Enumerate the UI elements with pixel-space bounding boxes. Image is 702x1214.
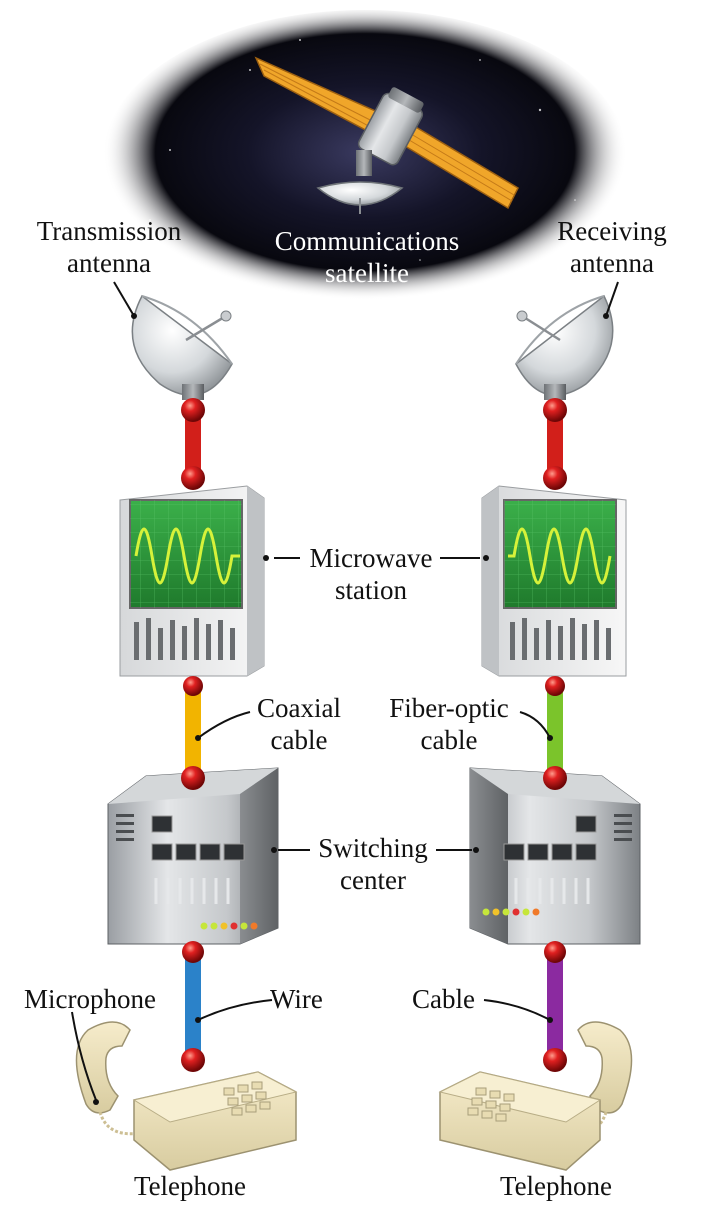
rx-antenna-label-line1: Receiving bbox=[557, 216, 667, 246]
switching-label-line2: center bbox=[340, 865, 406, 895]
coaxial-label-line2: cable bbox=[270, 725, 328, 755]
stars bbox=[149, 39, 576, 261]
switching-center-right bbox=[469, 767, 641, 945]
fiber-optic-cable bbox=[547, 690, 563, 776]
telephone-left-label: Telephone bbox=[133, 1171, 247, 1201]
rx-antenna-label-line2: antenna bbox=[570, 248, 654, 278]
switching-center-label: Switching center bbox=[306, 832, 440, 896]
cable-segment bbox=[547, 956, 563, 1060]
microphone-label: Microphone bbox=[24, 984, 156, 1014]
microwave-station-left bbox=[119, 485, 265, 677]
leader-lines bbox=[71, 281, 619, 1101]
telephone-left-icon bbox=[75, 1021, 298, 1171]
telephone-right-icon bbox=[438, 1021, 633, 1171]
microwave-link-left bbox=[185, 412, 201, 478]
receiving-antenna-icon bbox=[515, 294, 614, 400]
switching-label-line1: Switching bbox=[318, 833, 428, 863]
tx-antenna-label-line1: Transmission bbox=[36, 216, 182, 246]
satellite-label: Communications satellite bbox=[262, 225, 472, 289]
microwave-label-line2: station bbox=[335, 575, 407, 605]
switching-center-left bbox=[107, 767, 279, 945]
satellite-label-line2: satellite bbox=[325, 258, 409, 288]
microwave-link-right bbox=[547, 412, 563, 478]
coaxial-cable-label: Coaxial cable bbox=[244, 692, 354, 756]
satellite-label-line1: Communications bbox=[274, 226, 460, 256]
leader-dots bbox=[93, 313, 609, 1105]
wire-segment bbox=[185, 956, 201, 1060]
connector-balls bbox=[181, 398, 567, 1072]
transmission-antenna-icon bbox=[131, 294, 233, 400]
tx-antenna-label: Transmission antenna bbox=[24, 215, 194, 279]
telephone-right-label: Telephone bbox=[499, 1171, 613, 1201]
satellite-icon bbox=[254, 56, 519, 214]
fiber-optic-cable-label: Fiber-optic cable bbox=[378, 692, 520, 756]
wire-label: Wire bbox=[270, 984, 323, 1014]
microwave-label-line1: Microwave bbox=[309, 543, 433, 573]
coaxial-cable bbox=[185, 690, 201, 776]
rx-antenna-label: Receiving antenna bbox=[542, 215, 682, 279]
coaxial-label-line1: Coaxial bbox=[257, 693, 341, 723]
tx-antenna-label-line2: antenna bbox=[67, 248, 151, 278]
cable-label: Cable bbox=[412, 984, 475, 1014]
microwave-station-right bbox=[481, 485, 627, 677]
fiber-label-line2: cable bbox=[420, 725, 478, 755]
microwave-station-label: Microwave station bbox=[298, 542, 444, 606]
fiber-label-line1: Fiber-optic bbox=[389, 693, 509, 723]
